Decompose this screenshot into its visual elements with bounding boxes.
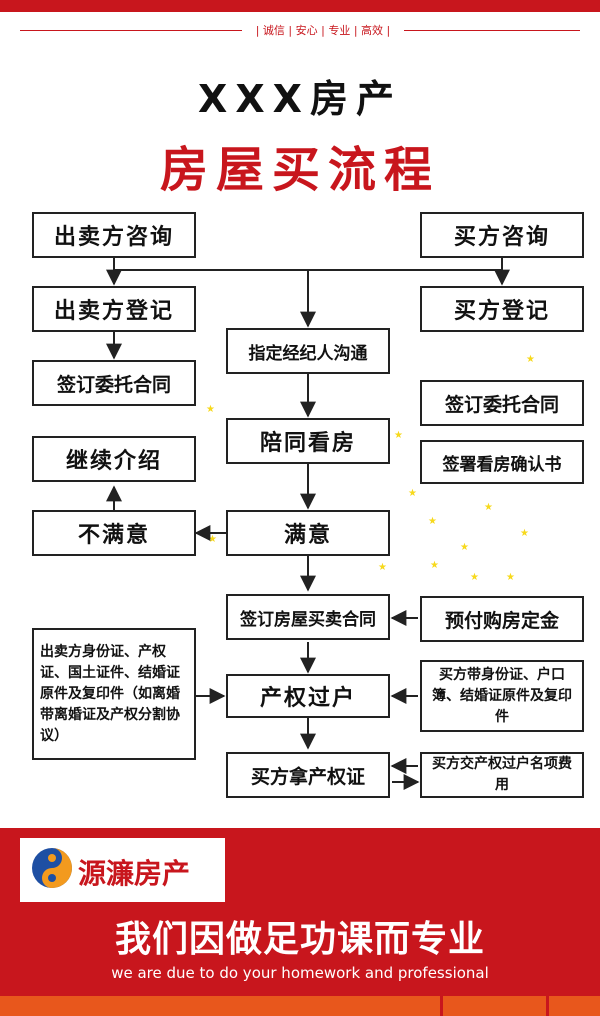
slogan-line-left bbox=[20, 30, 242, 31]
star-icon: ★ bbox=[484, 502, 493, 513]
star-icon: ★ bbox=[470, 572, 479, 583]
company-name: XXX房产 bbox=[198, 77, 402, 121]
buyer-consult-box: 买方咨询 bbox=[420, 212, 584, 258]
star-icon: ★ bbox=[430, 560, 439, 571]
star-icon: ★ bbox=[378, 562, 387, 573]
star-icon: ★ bbox=[428, 516, 437, 527]
star-icon: ★ bbox=[408, 488, 417, 499]
property-transfer-box: 产权过户 bbox=[226, 674, 390, 718]
seller-consult-box: 出卖方咨询 bbox=[32, 212, 196, 258]
page-title: 房屋买流程 bbox=[159, 142, 440, 198]
agent-communication-box: 指定经纪人沟通 bbox=[226, 328, 390, 374]
seller-contract-box: 签订委托合同 bbox=[32, 360, 196, 406]
buyer-register-box: 买方登记 bbox=[420, 286, 584, 332]
seller-register-box: 出卖方登记 bbox=[32, 286, 196, 332]
bottom-tick bbox=[440, 996, 443, 1016]
get-certificate-box: 买方拿产权证 bbox=[226, 752, 390, 798]
satisfied-box: 满意 bbox=[226, 510, 390, 556]
star-icon: ★ bbox=[208, 534, 217, 545]
buyer-fees-box: 买方交产权过户名项费用 bbox=[420, 752, 584, 798]
deposit-box: 预付购房定金 bbox=[420, 596, 584, 642]
star-icon: ★ bbox=[520, 528, 529, 539]
sale-contract-box: 签订房屋买卖合同 bbox=[226, 594, 390, 640]
buyer-contract-box: 签订委托合同 bbox=[420, 380, 584, 426]
tagline-english: we are due to do your homework and profe… bbox=[111, 964, 489, 982]
star-icon: ★ bbox=[506, 572, 515, 583]
star-icon: ★ bbox=[394, 430, 403, 441]
accompany-viewing-box: 陪同看房 bbox=[226, 418, 390, 464]
slogan: | 诚信 | 安心 | 专业 | 高效 | bbox=[255, 24, 391, 37]
continue-intro-box: 继续介绍 bbox=[32, 436, 196, 482]
star-icon: ★ bbox=[206, 404, 215, 415]
tagline: 我们因做足功课而专业 bbox=[114, 919, 485, 960]
buyer-docs-box: 买方带身份证、户口簿、结婚证原件及复印件 bbox=[420, 660, 584, 732]
star-icon: ★ bbox=[526, 354, 535, 365]
viewing-confirmation-box: 签署看房确认书 bbox=[420, 440, 584, 484]
top-bar bbox=[0, 0, 600, 12]
bottom-tick bbox=[546, 996, 549, 1016]
seller-docs-box: 出卖方身份证、产权证、国土证件、结婚证原件及复印件（如离婚带离婚证及产权分割协议… bbox=[32, 628, 196, 760]
bottom-bar bbox=[0, 996, 600, 1016]
brand-logo-icon bbox=[32, 848, 72, 888]
star-icon: ★ bbox=[460, 542, 469, 553]
slogan-line-right bbox=[404, 30, 580, 31]
unsatisfied-box: 不满意 bbox=[32, 510, 196, 556]
brand-name: 源濂房产 bbox=[78, 857, 191, 890]
